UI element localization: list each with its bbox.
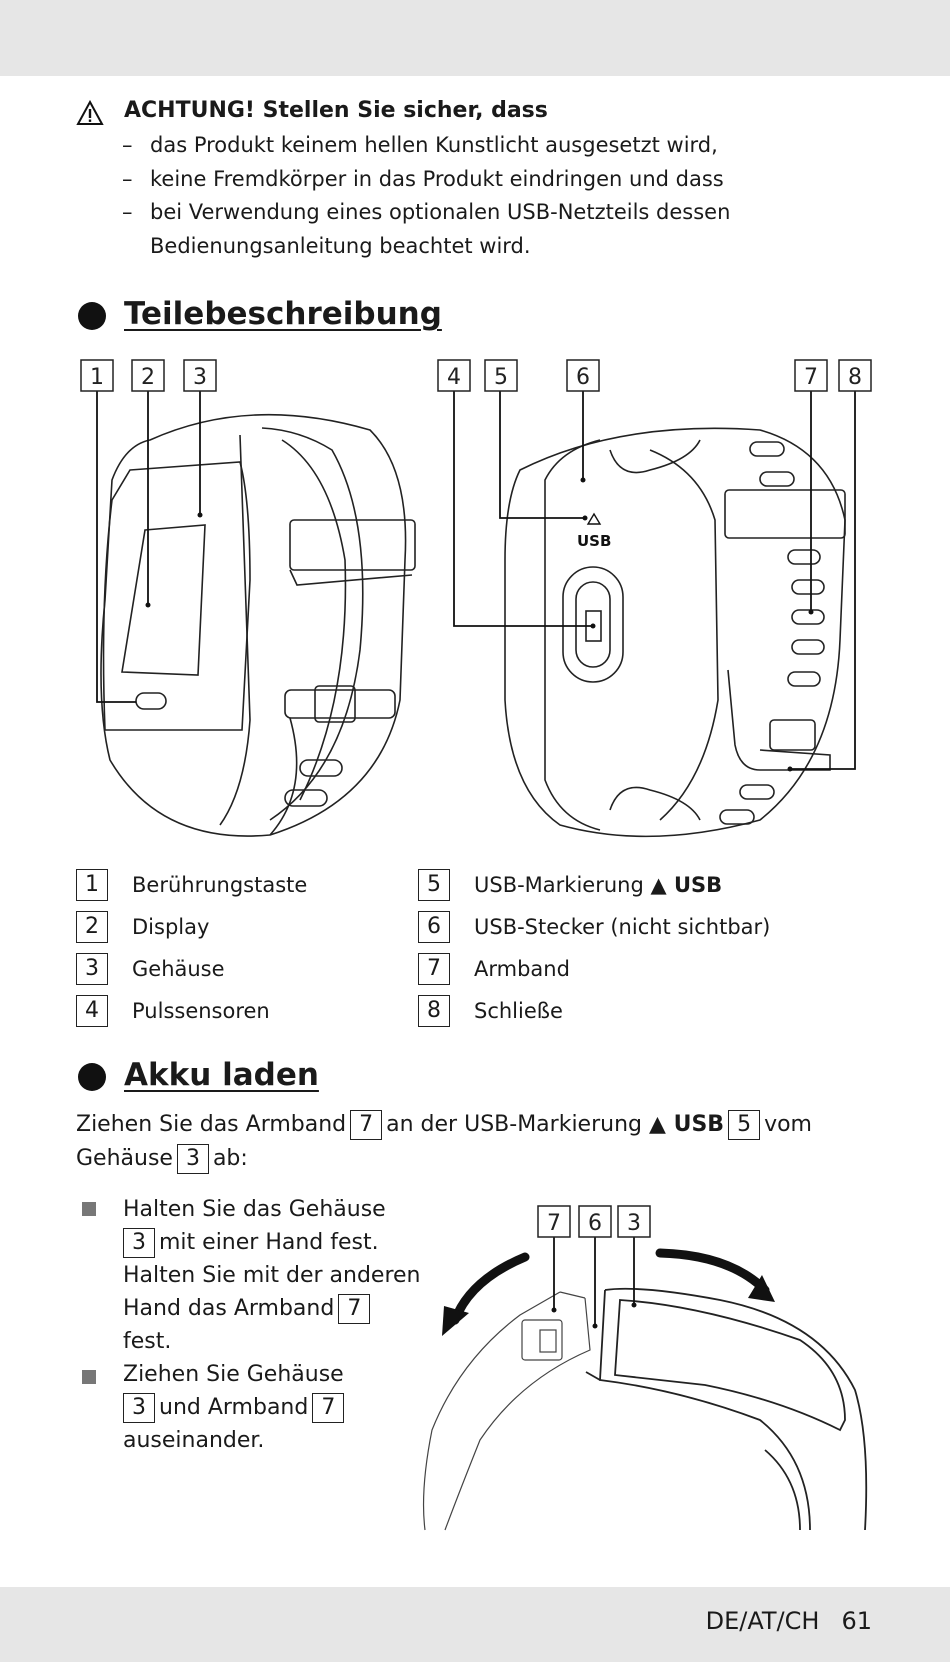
warning-title: ACHTUNG! Stellen Sie sicher, dass bbox=[124, 98, 548, 123]
step-bullet-icon bbox=[82, 1202, 96, 1216]
bottom-band bbox=[0, 1587, 950, 1662]
page-footer: DE/AT/CH 61 bbox=[706, 1607, 872, 1635]
top-band bbox=[0, 0, 950, 76]
warning-item: Bedienungsanleitung beachtet wird. bbox=[150, 234, 531, 258]
separation-figure: 7 6 3 bbox=[422, 1205, 868, 1531]
bullet-icon bbox=[78, 302, 106, 330]
section-title: Teilebeschreibung bbox=[124, 296, 442, 332]
page-number: 61 bbox=[841, 1607, 872, 1635]
warning-triangle-icon bbox=[76, 100, 104, 125]
callout-1: 1 bbox=[90, 365, 104, 390]
callout-6: 6 bbox=[576, 365, 590, 390]
usb-mark-label: USB bbox=[577, 532, 611, 550]
warning-item: –das Produkt keinem hellen Kunstlicht au… bbox=[122, 133, 718, 157]
step-bullet-icon bbox=[82, 1370, 96, 1384]
callout-5: 5 bbox=[494, 365, 508, 390]
parts-diagram: USB 1 2 3 4 5 6 7 8 bbox=[80, 359, 872, 838]
bullet-icon bbox=[78, 1063, 106, 1091]
warning-item: –bei Verwendung eines optionalen USB-Net… bbox=[122, 200, 731, 224]
fig2-callout-7: 7 bbox=[547, 1211, 561, 1236]
callout-7: 7 bbox=[804, 365, 818, 390]
fig2-callout-3: 3 bbox=[627, 1211, 641, 1236]
footer-region: DE/AT/CH bbox=[705, 1607, 820, 1635]
callout-4: 4 bbox=[447, 365, 461, 390]
callout-2: 2 bbox=[141, 365, 155, 390]
section-title: Akku laden bbox=[124, 1057, 319, 1093]
callout-3: 3 bbox=[193, 365, 207, 390]
warning-item: –keine Fremdkörper in das Produkt eindri… bbox=[122, 167, 724, 191]
fig2-callout-6: 6 bbox=[588, 1211, 602, 1236]
callout-8: 8 bbox=[848, 365, 862, 390]
